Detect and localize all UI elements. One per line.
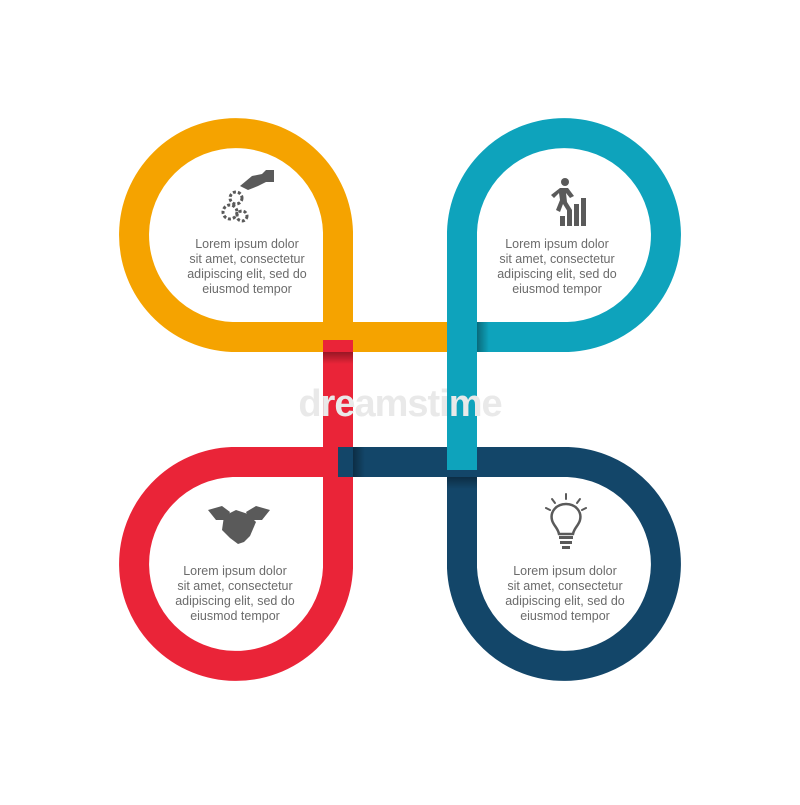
petal-text-bottom-right: Lorem ipsum dolor sit amet, consectetur … [480, 564, 650, 624]
text-line: eiusmod tempor [190, 609, 280, 623]
text-line: eiusmod tempor [512, 282, 602, 296]
text-line: sit amet, consectetur [189, 252, 305, 266]
text-line: Lorem ipsum dolor [513, 564, 617, 578]
petal-text-top-right: Lorem ipsum dolor sit amet, consectetur … [472, 237, 642, 297]
text-line: adipiscing elit, sed do [505, 594, 625, 608]
text-line: eiusmod tempor [520, 609, 610, 623]
handshake-icon [208, 506, 270, 544]
lightbulb-icon [545, 493, 587, 549]
weave-shadow [323, 352, 353, 364]
petal-ring-top-left [119, 118, 462, 352]
petal-ring-bottom-right [338, 447, 681, 681]
petal-text-bottom-left: Lorem ipsum dolor sit amet, consectetur … [150, 564, 320, 624]
watermark: dreamstime [298, 383, 502, 425]
text-line: eiusmod tempor [202, 282, 292, 296]
petal-ring-top-right [447, 118, 681, 470]
text-line: Lorem ipsum dolor [195, 237, 299, 251]
hand-gears-icon [221, 170, 274, 223]
text-line: sit amet, consectetur [507, 579, 623, 593]
text-line: sit amet, consectetur [499, 252, 615, 266]
text-line: adipiscing elit, sed do [187, 267, 307, 281]
growth-stairs-icon [551, 178, 586, 226]
weave-shadow [353, 447, 365, 477]
text-line: Lorem ipsum dolor [183, 564, 287, 578]
text-line: adipiscing elit, sed do [175, 594, 295, 608]
text-line: adipiscing elit, sed do [497, 267, 617, 281]
text-line: Lorem ipsum dolor [505, 237, 609, 251]
weave-shadow [447, 477, 477, 489]
text-line: sit amet, consectetur [177, 579, 293, 593]
weave-shadow [477, 322, 489, 352]
petal-text-top-left: Lorem ipsum dolor sit amet, consectetur … [162, 237, 332, 297]
petal-ring-bottom-left [119, 340, 353, 681]
